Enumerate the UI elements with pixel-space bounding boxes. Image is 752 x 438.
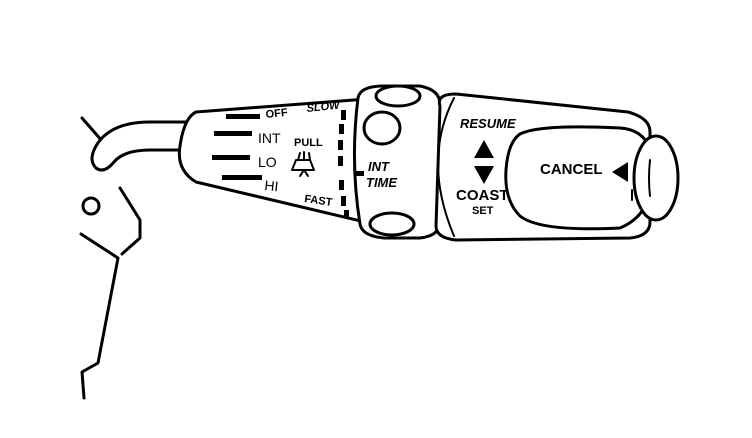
ring-knurl-top [374,84,422,108]
int-label: INT [258,130,281,146]
cancel-button[interactable] [632,134,680,222]
ring-knurl-bottom [368,211,416,237]
arrow-down-icon [474,166,494,184]
cruise-control-barrel: RESUME COAST SET CANCEL [434,92,680,242]
speed-scale [338,110,349,218]
coast-label: COAST [456,187,509,204]
hi-position-bar [222,175,262,180]
steering-column [79,116,142,400]
ring-knurl-mid [362,110,402,146]
pull-label: PULL [294,137,323,149]
lo-label: LO [258,154,277,170]
fast-label: FAST [304,193,334,209]
wiper-switch-section: OFF SLOW INT LO HI PULL FAST [177,96,384,228]
hi-label: HI [264,177,280,194]
off-position-bar [226,114,260,119]
int-time-ring[interactable]: INT TIME [352,84,442,240]
arrow-left-icon [612,162,628,182]
set-label: SET [472,205,494,217]
stalk-arm [90,120,198,172]
off-label: OFF [265,107,288,121]
washer-icon [291,151,315,177]
cancel-label: CANCEL [540,161,603,178]
arrow-up-icon [474,140,494,158]
int-time-label-top: INT [368,159,390,174]
slow-label: SLOW [306,99,342,115]
lo-position-bar [212,155,250,160]
int-time-label-bottom: TIME [366,175,397,190]
cancel-end-cap[interactable]: CANCEL [504,125,680,231]
resume-coast-switch[interactable]: RESUME COAST SET [456,116,516,217]
mount-hole [81,196,101,216]
resume-label: RESUME [460,116,516,131]
int-position-bar [214,131,252,136]
